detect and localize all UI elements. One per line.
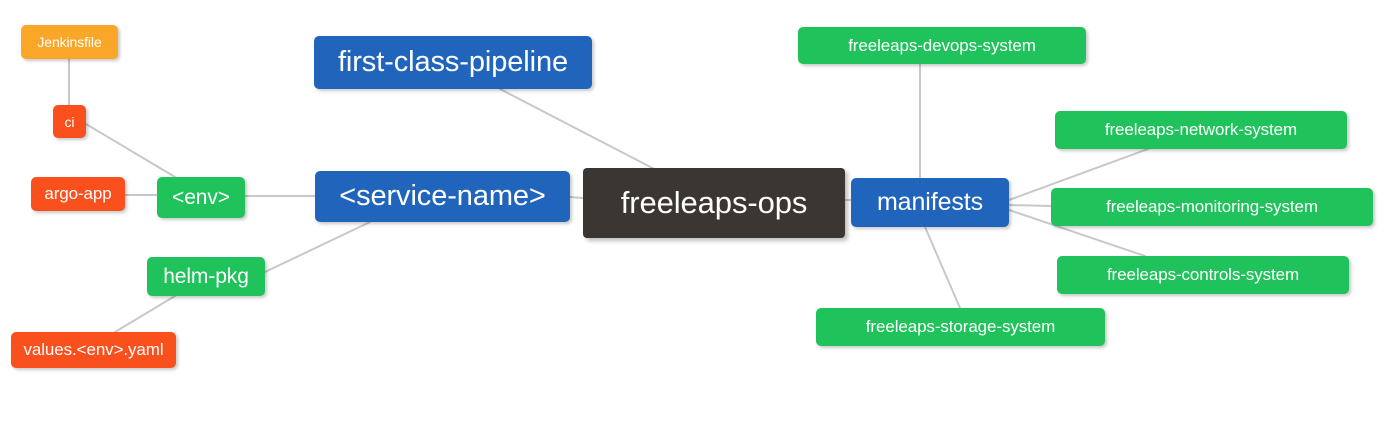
node-label-service: <service-name> xyxy=(339,180,546,212)
node-label-manifests: manifests xyxy=(876,188,984,216)
node-label-root: freeleaps-ops xyxy=(620,185,808,220)
node-env[interactable]: <env> xyxy=(157,177,245,218)
node-label-values: values.<env>.yaml xyxy=(23,340,164,359)
edge-env-to-ci xyxy=(85,123,176,178)
node-label-pipeline: first-class-pipeline xyxy=(337,46,569,78)
edge-manifests-to-storage xyxy=(924,226,961,309)
node-network[interactable]: freeleaps-network-system xyxy=(1055,111,1347,149)
node-label-devops: freeleaps-devops-system xyxy=(848,35,1036,55)
node-storage[interactable]: freeleaps-storage-system xyxy=(816,308,1105,346)
edge-service-to-helm xyxy=(264,221,371,273)
node-monitoring[interactable]: freeleaps-monitoring-system xyxy=(1051,188,1373,226)
edge-root-to-service xyxy=(569,196,584,199)
node-devops[interactable]: freeleaps-devops-system xyxy=(798,27,1086,64)
node-label-controls: freeleaps-controls-system xyxy=(1106,265,1300,284)
node-label-storage: freeleaps-storage-system xyxy=(865,317,1056,336)
node-label-env: <env> xyxy=(172,185,230,209)
node-service[interactable]: <service-name> xyxy=(315,171,570,222)
node-label-ci: ci xyxy=(64,113,75,130)
edge-manifests-to-monitoring xyxy=(1008,204,1052,207)
node-label-helm: helm-pkg xyxy=(163,264,249,288)
node-jenkinsfile[interactable]: Jenkinsfile xyxy=(21,25,118,59)
node-helm[interactable]: helm-pkg xyxy=(147,257,265,296)
node-argo[interactable]: argo-app xyxy=(31,177,125,211)
node-label-jenkinsfile: Jenkinsfile xyxy=(37,34,102,50)
edge-helm-to-values xyxy=(114,295,176,333)
node-ci[interactable]: ci xyxy=(53,105,86,138)
edge-root-to-pipeline xyxy=(499,88,661,173)
node-root[interactable]: freeleaps-ops xyxy=(583,168,845,238)
node-manifests[interactable]: manifests xyxy=(851,178,1009,227)
node-label-argo: argo-app xyxy=(44,184,112,203)
node-label-monitoring: freeleaps-monitoring-system xyxy=(1106,197,1318,216)
node-values[interactable]: values.<env>.yaml xyxy=(11,332,176,368)
node-label-network: freeleaps-network-system xyxy=(1104,120,1298,139)
node-pipeline[interactable]: first-class-pipeline xyxy=(314,36,592,89)
node-controls[interactable]: freeleaps-controls-system xyxy=(1057,256,1349,294)
